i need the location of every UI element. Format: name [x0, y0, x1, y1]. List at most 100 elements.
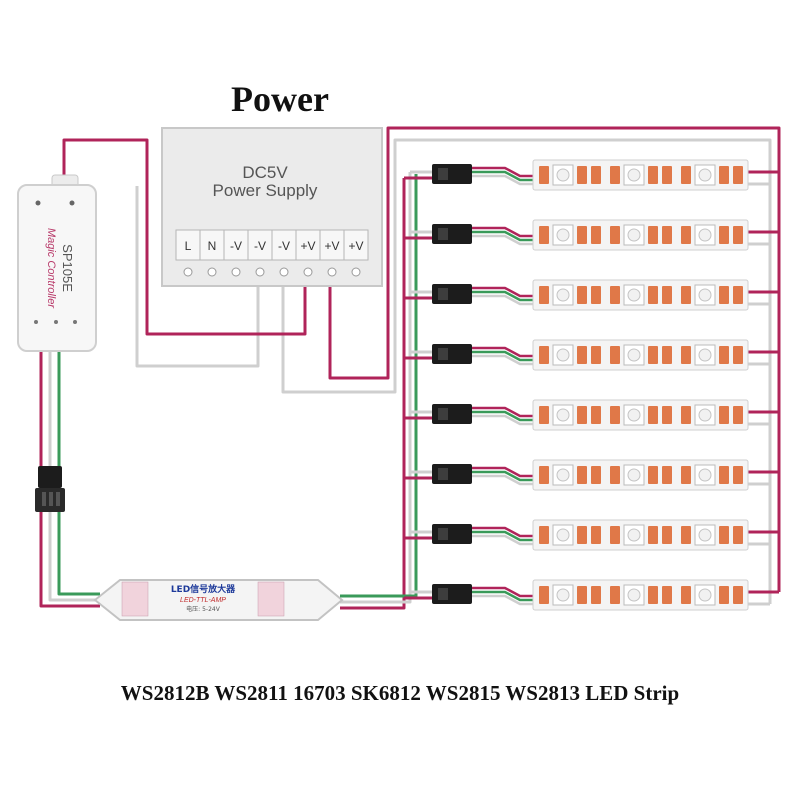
gray-ground-bus	[281, 138, 772, 604]
pigtail-gray	[470, 354, 533, 366]
led-lens-icon	[627, 348, 641, 362]
red-power-bus	[328, 126, 781, 592]
capacitor-icon	[577, 466, 587, 484]
signal-amplifier: LED信号放大器 LED-TTL-AMP 电压: 5-24V	[93, 579, 344, 621]
resistor-icon	[591, 346, 601, 364]
resistor-icon	[539, 406, 549, 424]
pigtail-gray	[470, 294, 533, 306]
pigtail-green	[470, 230, 533, 242]
pigtail-red	[470, 586, 533, 598]
resistor-icon	[591, 406, 601, 424]
resistor-icon	[733, 346, 743, 364]
capacitor-icon	[648, 466, 658, 484]
controller-port-icon	[54, 320, 58, 324]
resistor-icon	[610, 346, 620, 364]
resistor-icon	[733, 286, 743, 304]
power-supply-line1: DC5V	[242, 163, 288, 182]
resistor-icon	[733, 466, 743, 484]
pigtail-red	[470, 466, 533, 478]
resistor-icon	[610, 166, 620, 184]
terminal-screw-icon	[351, 267, 361, 277]
resistor-icon	[681, 586, 691, 604]
amplifier-model: LED-TTL-AMP	[180, 597, 226, 604]
led-lens-icon	[698, 228, 712, 242]
capacitor-icon	[648, 346, 658, 364]
capacitor-icon	[577, 286, 587, 304]
pigtail-red	[470, 346, 533, 358]
power-supply-line2: Power Supply	[213, 181, 318, 200]
led-strip-row-4	[432, 399, 749, 431]
led-strip-row-2	[432, 279, 749, 311]
capacitor-icon	[648, 526, 658, 544]
led-lens-icon	[556, 228, 570, 242]
led-lens-icon	[627, 528, 641, 542]
amplifier-output-label-icon	[257, 581, 285, 617]
resistor-icon	[662, 166, 672, 184]
resistor-icon	[681, 166, 691, 184]
amp-input-green	[57, 512, 100, 596]
pigtail-gray	[470, 174, 533, 186]
resistor-icon	[610, 286, 620, 304]
resistor-icon	[591, 586, 601, 604]
capacitor-icon	[648, 586, 658, 604]
indicator-led-icon	[35, 200, 41, 206]
terminal-label-0: L	[185, 239, 192, 253]
bus-green	[340, 174, 418, 598]
capacitor-icon	[577, 586, 587, 604]
bus-gray	[340, 172, 412, 604]
led-lens-icon	[698, 528, 712, 542]
resistor-icon	[733, 406, 743, 424]
terminal-screw-icon	[207, 267, 217, 277]
terminal-screw-icon	[183, 267, 193, 277]
led-lens-icon	[698, 468, 712, 482]
pigtail-red	[470, 526, 533, 538]
capacitor-icon	[719, 286, 729, 304]
jst-connector-icon	[35, 466, 65, 512]
capacitor-icon	[577, 226, 587, 244]
led-lens-icon	[556, 168, 570, 182]
capacitor-icon	[577, 166, 587, 184]
resistor-icon	[539, 346, 549, 364]
capacitor-icon	[719, 586, 729, 604]
resistor-icon	[662, 346, 672, 364]
resistor-icon	[591, 286, 601, 304]
resistor-icon	[662, 286, 672, 304]
amplifier-input-label-icon	[121, 581, 149, 617]
pigtail-green	[470, 590, 533, 602]
resistor-icon	[662, 526, 672, 544]
led-lens-icon	[627, 588, 641, 602]
terminal-label-2: -V	[230, 239, 242, 253]
led-lens-icon	[627, 468, 641, 482]
resistor-icon	[733, 166, 743, 184]
pigtail-green	[470, 470, 533, 482]
amplifier-voltage: 电压: 5-24V	[186, 605, 221, 613]
pigtail-gray	[470, 594, 533, 606]
terminal-screw-icon	[255, 267, 265, 277]
resistor-icon	[662, 226, 672, 244]
capacitor-icon	[719, 226, 729, 244]
resistor-icon	[591, 526, 601, 544]
resistor-icon	[539, 226, 549, 244]
led-strip-row-0	[432, 159, 749, 191]
resistor-icon	[539, 526, 549, 544]
led-lens-icon	[698, 348, 712, 362]
led-lens-icon	[556, 528, 570, 542]
led-lens-icon	[627, 288, 641, 302]
led-lens-icon	[556, 468, 570, 482]
resistor-icon	[610, 526, 620, 544]
terminal-screw-icon	[303, 267, 313, 277]
amplifier-title: LED信号放大器	[171, 583, 236, 595]
resistor-icon	[681, 526, 691, 544]
led-lens-icon	[556, 588, 570, 602]
resistor-icon	[610, 466, 620, 484]
resistor-icon	[662, 586, 672, 604]
led-lens-icon	[698, 588, 712, 602]
connector-latch-icon	[438, 288, 448, 300]
controller-model: SP105E	[60, 244, 75, 292]
capacitor-icon	[719, 466, 729, 484]
pigtail-gray	[470, 234, 533, 246]
terminal-screw-icon	[279, 267, 289, 277]
resistor-icon	[662, 466, 672, 484]
bus-red	[340, 178, 406, 610]
